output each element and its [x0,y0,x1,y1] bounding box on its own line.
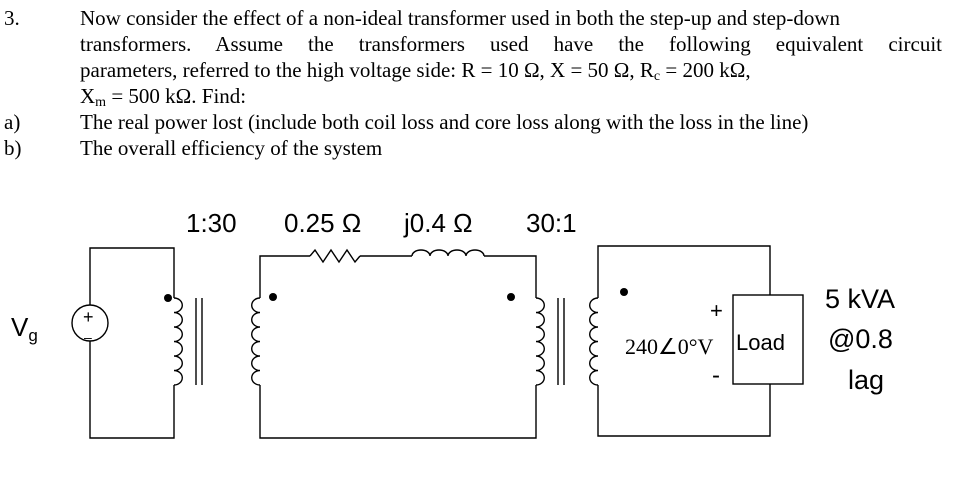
line-bottom-wire [259,385,537,439]
line-inductor [411,249,485,257]
load-plus: + [710,298,723,323]
source-wire [89,247,175,305]
problem-line-3-b: = 200 kΩ, [660,58,751,82]
question-a-text: The real power lost (include both coil l… [80,110,809,134]
load-rating-lag: lag [848,365,884,395]
ratio-step-up: 1:30 [186,208,237,238]
line-resistance-label: 0.25 Ω [284,208,361,238]
line-top-right-wire [484,255,537,298]
problem-line-3: parameters, referred to the high voltage… [80,58,942,84]
source-return-wire [89,341,175,439]
voltage-source [71,304,109,342]
polarity-dot-step-down-primary [507,293,515,301]
problem-line-3-a: parameters, referred to the high voltage… [80,58,654,82]
source-plus: + [83,307,94,327]
problem-line-4: Xm = 500 kΩ. Find: [80,84,942,110]
load-bottom-wire [597,384,771,437]
load-box [732,294,804,385]
line-reactance-label: j0.4 Ω [403,208,473,238]
ratio-step-down: 30:1 [526,208,577,238]
problem-line-2: transformers. Assume the transformers us… [80,32,942,56]
problem-line-4-b: = 500 kΩ. Find: [106,84,247,108]
line-top-left-wire [259,255,310,298]
source-minus: – [84,329,92,345]
problem-line-4-a: X [80,84,96,108]
load-rating-kva: 5 kVA [825,284,895,314]
step-down-secondary-coil [589,297,599,386]
polarity-dot-step-up-primary [164,294,172,302]
line-resistor [309,248,361,264]
xm-subscript: m [95,95,107,110]
step-up-primary-coil [173,297,183,386]
rc-subscript: c [653,69,661,84]
load-label: Load [736,330,785,355]
question-a-label: a) [4,110,21,134]
question-b-text: The overall efficiency of the system [80,136,383,160]
question-b-label: b) [4,136,22,160]
step-down-primary-coil [535,297,545,386]
polarity-dot-step-down-secondary [620,288,628,296]
load-rating-pf: @0.8 [828,324,893,354]
source-label: Vg [11,312,38,345]
step-up-secondary-coil [251,297,261,386]
polarity-dot-step-up-secondary [269,293,277,301]
problem-line-1: Now consider the effect of a non-ideal t… [80,6,841,30]
load-minus: - [712,362,720,389]
load-top-wire [597,245,771,298]
load-voltage-label: 240∠0°V [625,334,714,359]
problem-number: 3. [4,6,20,30]
